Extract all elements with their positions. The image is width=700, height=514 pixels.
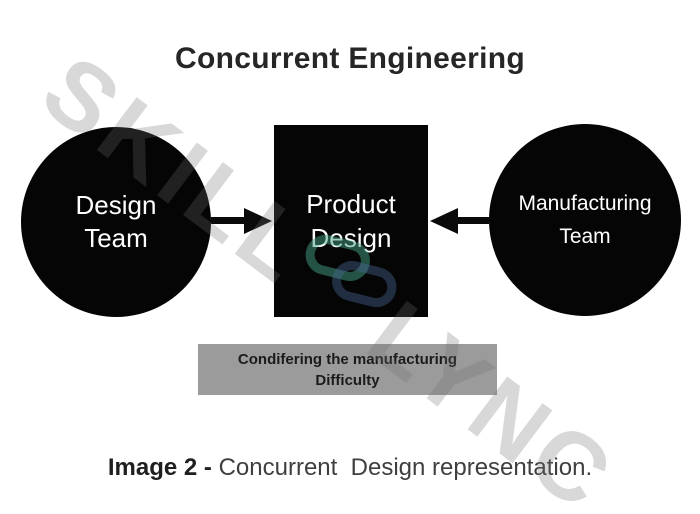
arrow-manufacturing-to-product-shaft bbox=[458, 217, 489, 224]
caption-text: Concurrent Design representation. bbox=[211, 454, 593, 481]
design-team-label-line1: Design bbox=[75, 190, 157, 220]
manufacturing-team-label-line1: Manufacturing bbox=[518, 192, 652, 215]
note-line2: Difficulty bbox=[315, 371, 380, 389]
arrow-design-to-product-shaft bbox=[211, 217, 244, 224]
manufacturing-team-circle: Manufacturing Team bbox=[489, 124, 681, 316]
product-design-label-line2: Design bbox=[310, 223, 392, 253]
product-design-box: Product Design bbox=[274, 125, 428, 317]
product-design-label-line1: Product bbox=[306, 189, 396, 219]
note-line1: Condifering the manufacturing bbox=[237, 350, 458, 368]
arrow-manufacturing-to-product-head bbox=[430, 208, 458, 234]
arrow-design-to-product-head bbox=[244, 208, 272, 234]
manufacturing-team-label-line2: Team bbox=[559, 225, 611, 248]
caption-bold-prefix: Image 2 - bbox=[107, 454, 212, 481]
note-box: Condifering the manufacturing Difficulty bbox=[198, 344, 497, 395]
image-caption: Image 2 - Concurrent Design representati… bbox=[0, 454, 700, 482]
diagram-title: Concurrent Engineering bbox=[175, 42, 525, 75]
design-team-circle: Design Team bbox=[21, 127, 211, 317]
design-team-label-line2: Team bbox=[84, 223, 148, 253]
